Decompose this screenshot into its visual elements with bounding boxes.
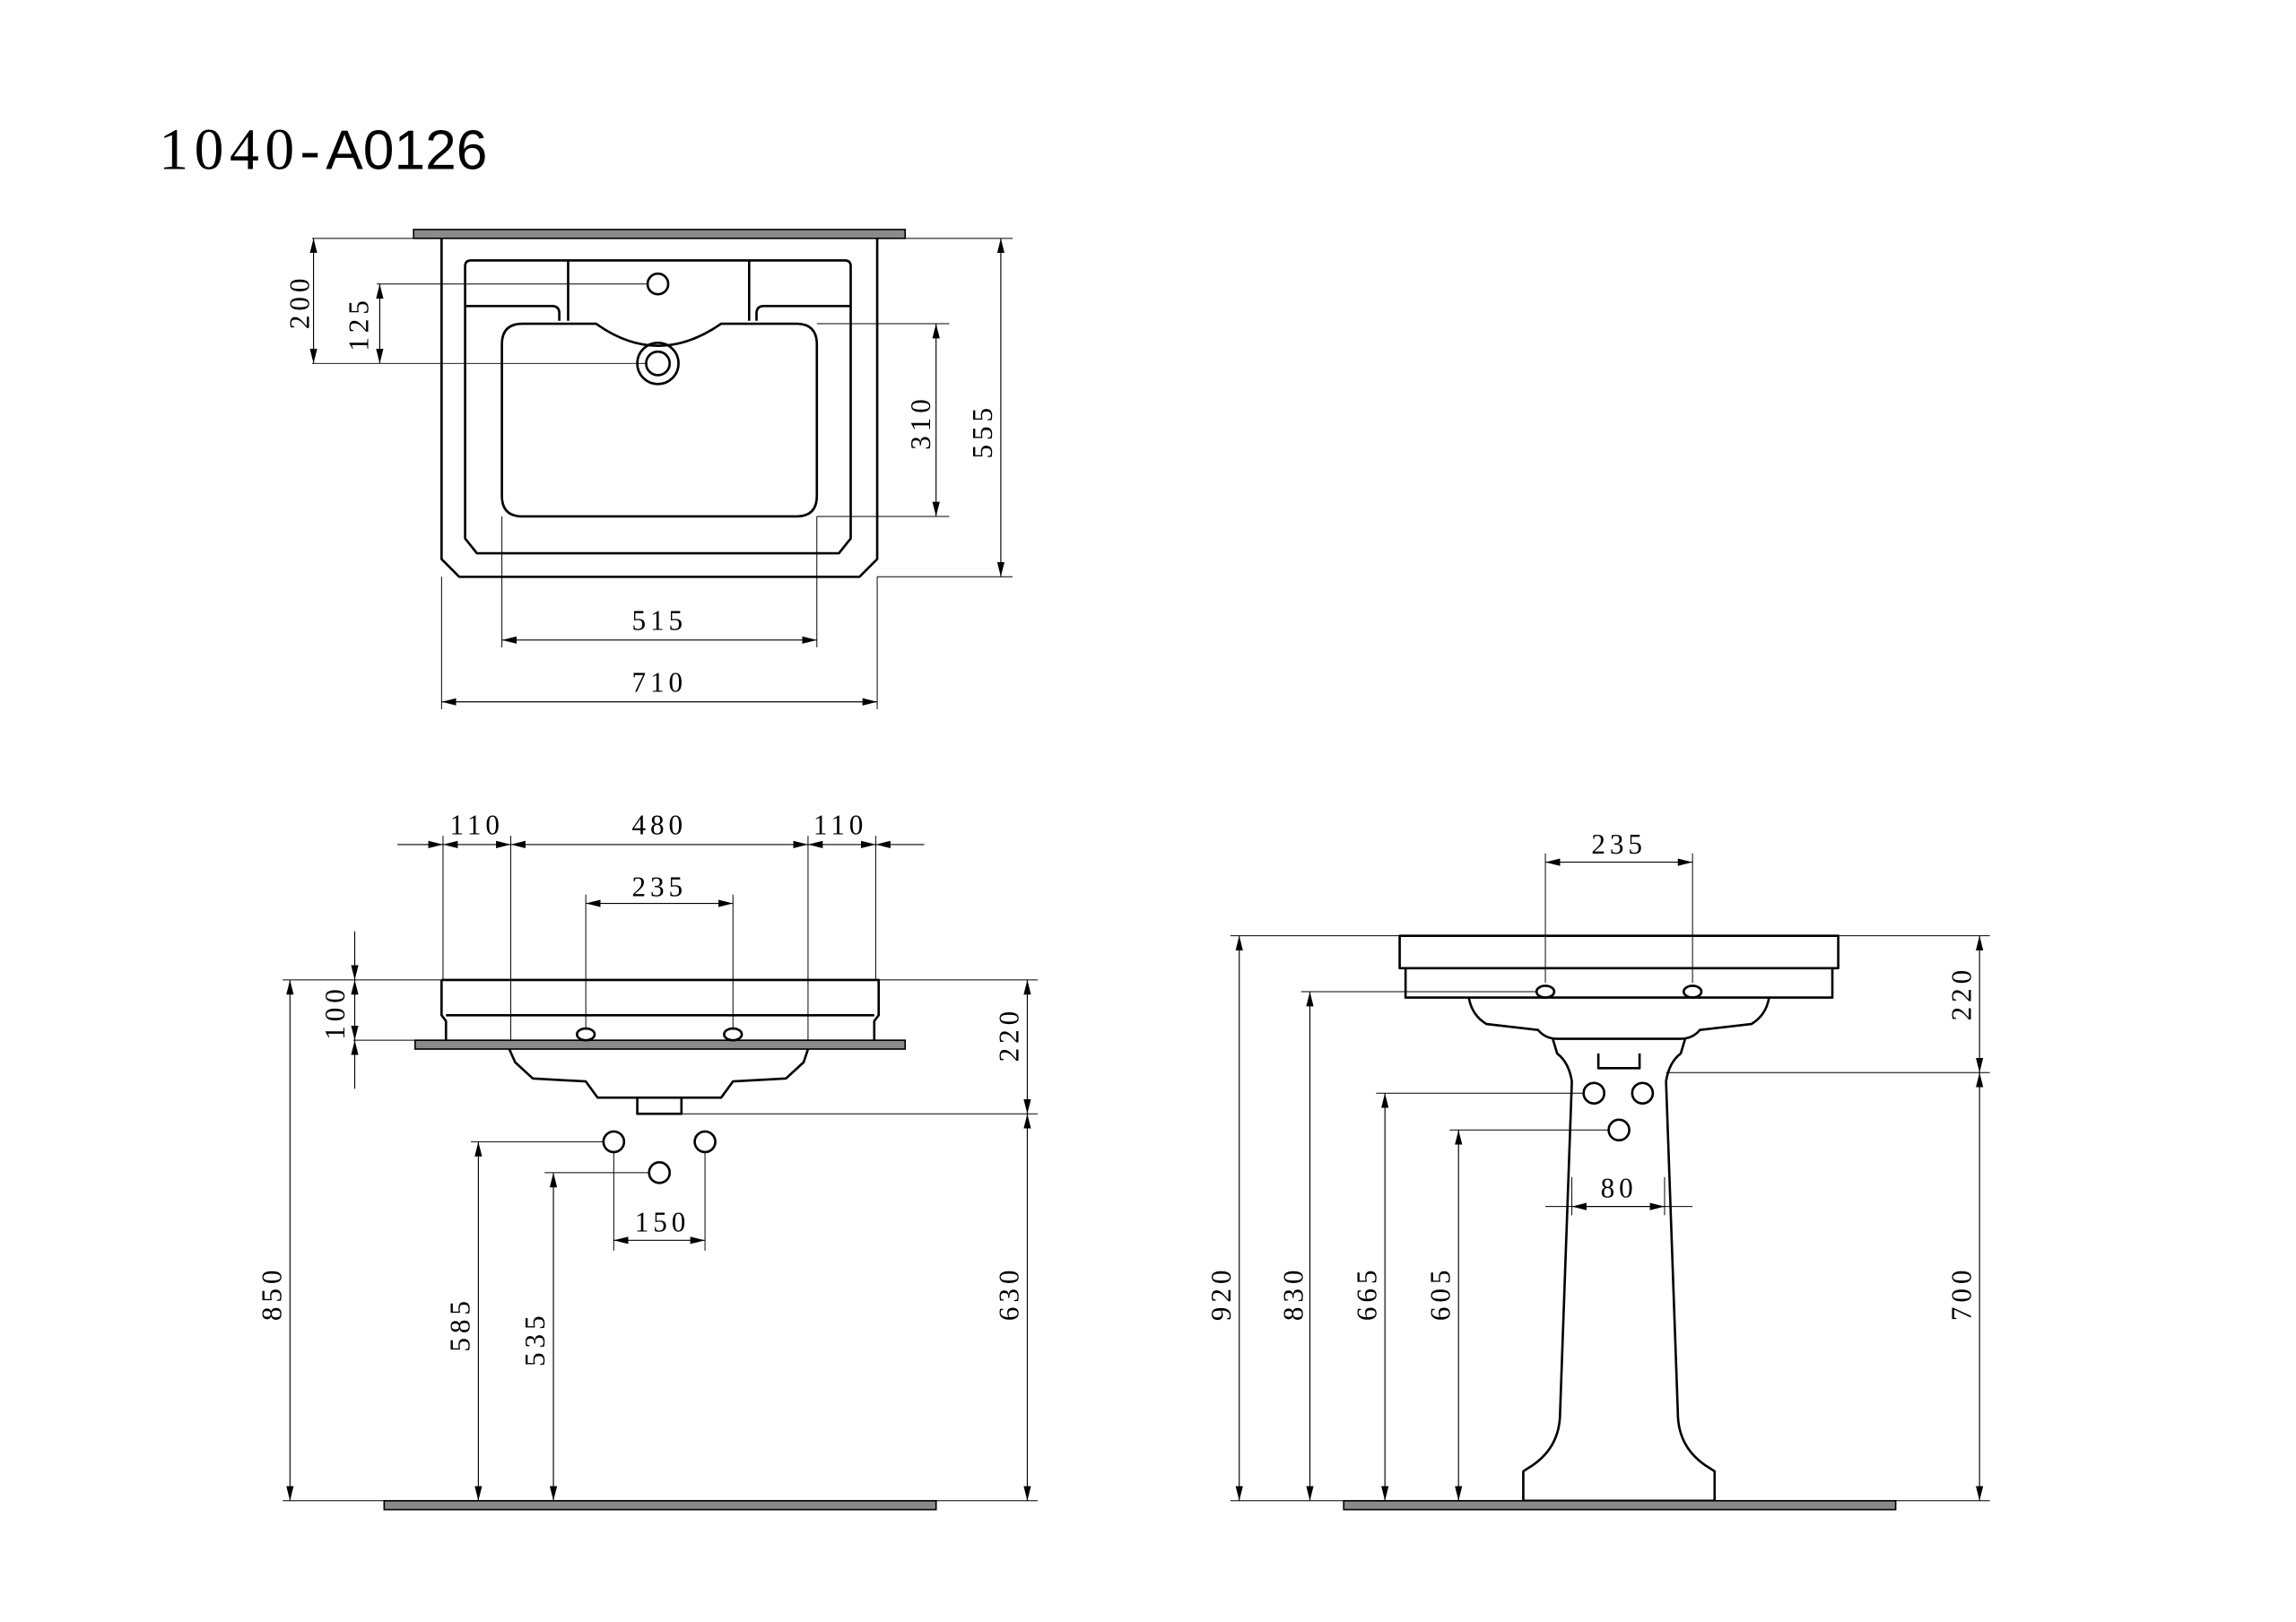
waste-hole bbox=[1607, 1118, 1631, 1142]
dim-585: 585 bbox=[445, 1297, 476, 1352]
basin-top-side bbox=[1398, 934, 1839, 970]
basin-outline bbox=[440, 238, 879, 578]
dim-605: 605 bbox=[1424, 1266, 1456, 1322]
basin-front bbox=[440, 978, 881, 1041]
drain-outlet bbox=[636, 1097, 683, 1115]
dim-220: 220 bbox=[994, 1007, 1025, 1063]
wall-hatch bbox=[413, 1039, 907, 1050]
overflow-hole bbox=[1535, 984, 1556, 999]
dim-100: 100 bbox=[319, 984, 351, 1040]
basin-underside-side bbox=[1467, 997, 1770, 1040]
dim-710: 710 bbox=[631, 666, 687, 698]
supply-hole-left bbox=[1582, 1081, 1606, 1106]
dim-920: 920 bbox=[1205, 1266, 1237, 1322]
drain-inner bbox=[645, 350, 671, 377]
supply-hole-right bbox=[1631, 1081, 1655, 1106]
dim-555: 555 bbox=[967, 403, 998, 459]
tap-hole bbox=[646, 272, 670, 296]
overflow-hole bbox=[723, 1027, 744, 1042]
dim-235: 235 bbox=[1591, 828, 1647, 860]
dim-830: 830 bbox=[1277, 1266, 1309, 1322]
dim-630: 630 bbox=[994, 1266, 1025, 1322]
dim-850: 850 bbox=[256, 1266, 287, 1322]
floor-hatch bbox=[1343, 1499, 1897, 1511]
dim-665: 665 bbox=[1351, 1266, 1382, 1322]
dim-480: 480 bbox=[631, 809, 687, 840]
dim-200: 200 bbox=[284, 274, 316, 330]
dim-310: 310 bbox=[905, 395, 936, 450]
dim-535: 535 bbox=[519, 1312, 551, 1367]
pedestal-notch bbox=[1596, 1053, 1641, 1070]
basin-rim bbox=[464, 259, 852, 555]
dim-110-left: 110 bbox=[450, 809, 504, 840]
dim-125: 125 bbox=[343, 296, 374, 351]
bowl-outline bbox=[500, 322, 819, 518]
top-view: 200 125 310 555 515 710 bbox=[284, 229, 1013, 709]
overflow-hole bbox=[575, 1027, 596, 1042]
pedestal bbox=[1522, 1038, 1717, 1503]
deck-lines bbox=[465, 260, 851, 321]
dim-150: 150 bbox=[635, 1206, 691, 1237]
dim-80: 80 bbox=[1601, 1173, 1638, 1204]
dim-110-right: 110 bbox=[813, 809, 867, 840]
dim-235: 235 bbox=[631, 871, 687, 902]
waste-hole bbox=[648, 1161, 671, 1184]
wall-hatch bbox=[413, 229, 907, 239]
dim-700: 700 bbox=[1945, 1266, 1977, 1322]
dim-220: 220 bbox=[1945, 966, 1977, 1021]
side-view: 235 920 830 665 605 220 700 80 bbox=[1205, 828, 1990, 1511]
overflow-hole bbox=[1682, 984, 1703, 999]
drawing-title: 1040-A0126 bbox=[159, 118, 487, 183]
basin-underside bbox=[508, 1048, 810, 1099]
supply-hole-left bbox=[602, 1130, 626, 1154]
front-view: 110 480 110 235 100 220 850 585 535 630 … bbox=[256, 809, 1038, 1511]
supply-hole-right bbox=[693, 1130, 717, 1154]
basin-body-side bbox=[1404, 967, 1834, 999]
floor-hatch bbox=[383, 1499, 937, 1511]
dim-515: 515 bbox=[631, 604, 687, 636]
